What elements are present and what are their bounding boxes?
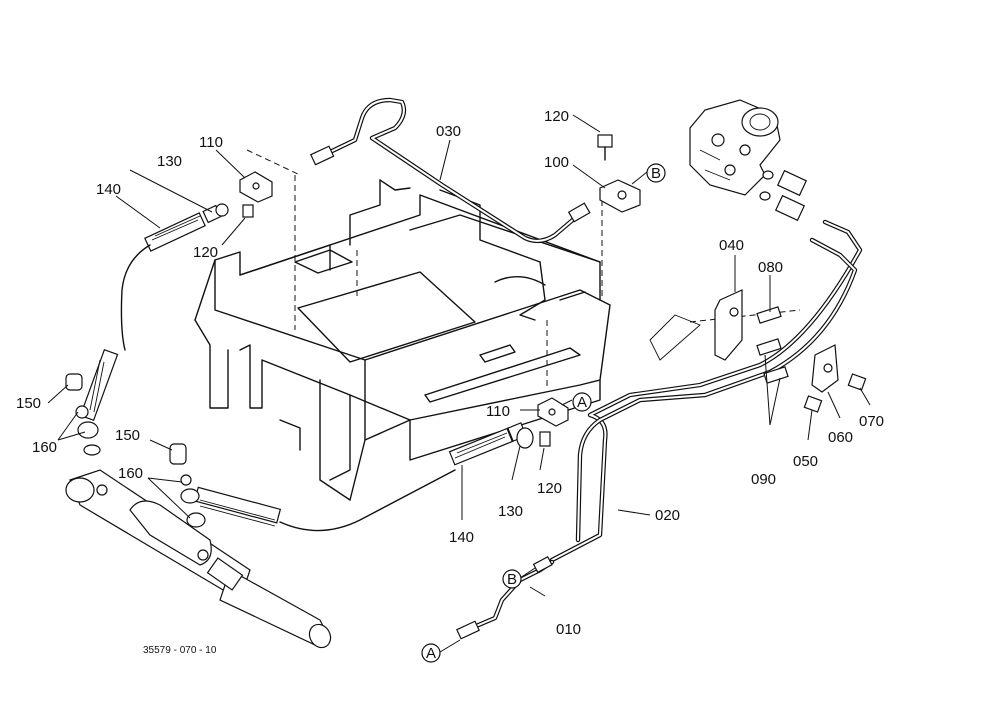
- label-140-top: 140: [96, 181, 121, 198]
- label-130-mid: 130: [498, 503, 523, 520]
- fittings-left: [65, 373, 101, 456]
- label-110-mid: 110: [486, 403, 510, 420]
- label-010: 010: [556, 621, 581, 638]
- cable-left: [79, 244, 151, 422]
- label-150-left: 150: [16, 395, 41, 412]
- ref-a-upper: A: [572, 392, 592, 412]
- dashed-guides: [246, 149, 801, 390]
- label-030: 030: [436, 123, 461, 140]
- label-100: 100: [544, 154, 569, 171]
- label-130-top: 130: [157, 153, 182, 170]
- ref-b-upper: B: [646, 163, 666, 183]
- cable-mid: [193, 469, 456, 532]
- label-110-top: 110: [199, 134, 223, 151]
- pipe-010: [456, 556, 555, 640]
- clamp-110-top: [215, 171, 273, 218]
- label-160-mid: 160: [118, 465, 143, 482]
- pipe-020: [549, 219, 863, 563]
- label-160-left: 160: [32, 439, 57, 456]
- label-140-mid: 140: [449, 529, 474, 546]
- steering-cylinder: [65, 469, 332, 649]
- clamp-110-mid: [516, 397, 569, 449]
- bracket-040: [649, 289, 743, 361]
- label-120-top: 120: [544, 108, 569, 125]
- label-150-mid: 150: [115, 427, 140, 444]
- drawing-code: 35579 - 070 - 10: [143, 645, 217, 656]
- svg-text:A: A: [577, 394, 587, 411]
- label-040: 040: [719, 237, 744, 254]
- svg-text:B: B: [651, 165, 661, 182]
- ref-b-lower: B: [502, 569, 522, 589]
- label-060: 060: [828, 429, 853, 446]
- hose-140-mid: [448, 422, 527, 466]
- leader-lines: [47, 114, 871, 653]
- bracket-060: [803, 344, 867, 413]
- label-070: 070: [859, 413, 884, 430]
- steering-valve: [689, 99, 808, 222]
- label-120-mid: 120: [537, 480, 562, 497]
- clamps-080: [756, 306, 789, 384]
- label-120-left: 120: [193, 244, 218, 261]
- part-labels: 010 020 030 040 050 060 070 080 090 100 …: [16, 108, 884, 638]
- label-050: 050: [793, 453, 818, 470]
- fittings-mid: [169, 443, 206, 528]
- svg-text:A: A: [426, 645, 436, 662]
- pipe-030: [310, 97, 591, 244]
- label-080: 080: [758, 259, 783, 276]
- frame: [194, 179, 611, 501]
- label-020: 020: [655, 507, 680, 524]
- label-090: 090: [751, 471, 776, 488]
- ref-a-lower: A: [421, 643, 441, 663]
- svg-text:B: B: [507, 571, 517, 588]
- bracket-100: [597, 134, 641, 213]
